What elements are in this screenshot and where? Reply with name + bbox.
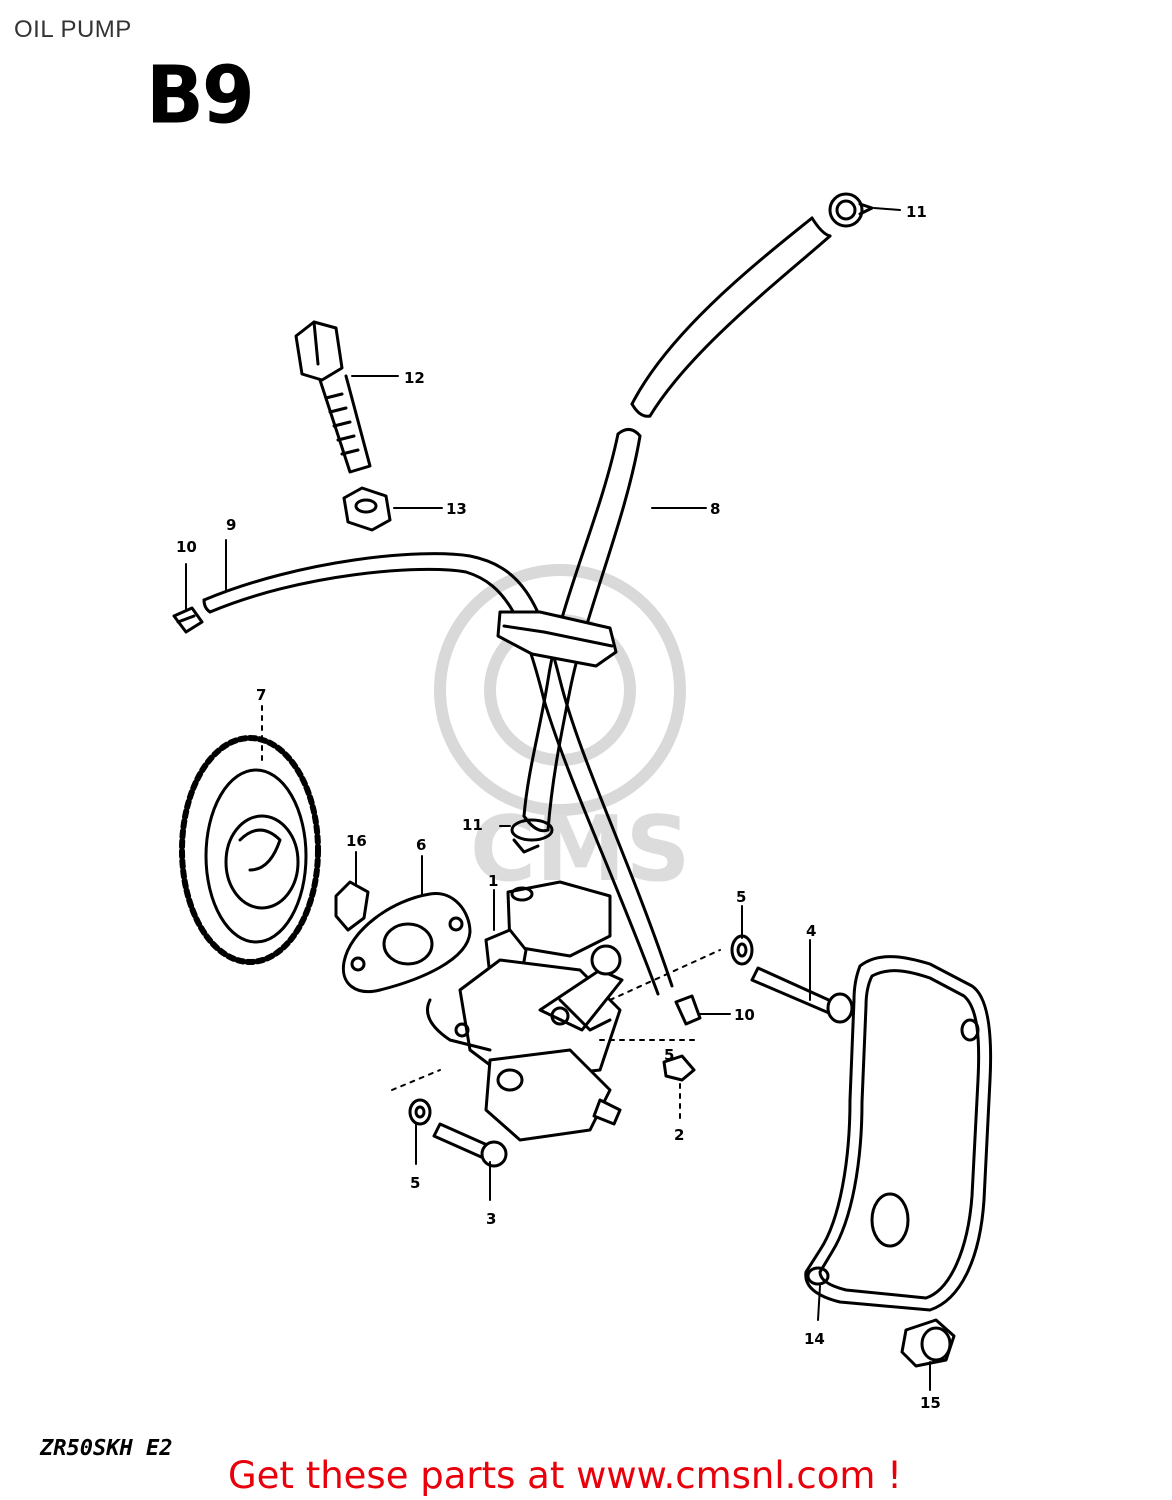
oil-hose-upper[interactable]	[630, 216, 832, 418]
line-cap-right[interactable]	[674, 994, 702, 1026]
callout-3: 3	[486, 1210, 496, 1228]
callout-9: 9	[226, 516, 236, 534]
callout-5-middle: 5	[664, 1046, 674, 1064]
pump-drive-gear[interactable]	[179, 735, 321, 965]
page-title: OIL PUMP	[14, 16, 132, 43]
callout-5-upper: 5	[736, 888, 746, 906]
callout-14: 14	[804, 1330, 825, 1348]
callout-2: 2	[674, 1126, 684, 1144]
callout-10-left: 10	[176, 538, 197, 556]
callout-12: 12	[404, 369, 425, 387]
callout-15: 15	[920, 1394, 941, 1412]
callout-4: 4	[806, 922, 816, 940]
line-cap-left[interactable]	[172, 606, 204, 634]
pump-screw-short[interactable]	[432, 1122, 508, 1168]
callout-11-lower: 11	[462, 816, 483, 834]
callout-7: 7	[256, 686, 266, 704]
callout-5-lower: 5	[410, 1174, 420, 1192]
callout-10-right: 10	[734, 1006, 755, 1024]
leader-lines	[185, 207, 931, 1391]
lock-nut[interactable]	[342, 486, 392, 532]
washer-lower[interactable]	[408, 1098, 432, 1126]
pump-gasket[interactable]	[341, 892, 472, 993]
washer-upper[interactable]	[730, 934, 754, 966]
watermark-text: CMS	[470, 797, 690, 902]
callout-6: 6	[416, 836, 426, 854]
cover-screw[interactable]	[900, 1318, 956, 1368]
callout-16: 16	[346, 832, 367, 850]
promo-link[interactable]: Get these parts at www.cmsnl.com !	[228, 1454, 903, 1497]
pump-cover-gasket[interactable]	[804, 955, 993, 1312]
hose-clip-top[interactable]	[828, 192, 874, 228]
banjo-washer[interactable]	[662, 1054, 696, 1082]
banjo-bolt[interactable]	[294, 320, 372, 474]
pump-screw-long[interactable]	[750, 966, 854, 1024]
callout-8: 8	[710, 500, 720, 518]
hose-clip-lower[interactable]	[510, 818, 554, 854]
model-code: ZR50SKH E2	[40, 1436, 173, 1461]
callout-11-top: 11	[906, 203, 927, 221]
hose-holder-clip[interactable]	[496, 610, 618, 668]
watermark-logo	[434, 564, 686, 816]
drive-pin[interactable]	[334, 880, 370, 932]
callout-13: 13	[446, 500, 467, 518]
section-code: B9	[146, 47, 255, 142]
callout-1: 1	[488, 872, 498, 890]
